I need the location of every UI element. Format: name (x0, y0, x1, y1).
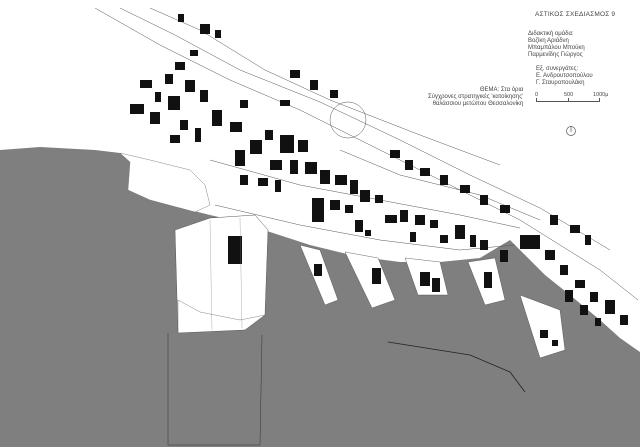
collaborator: Ε. Ανδρουτσοπούλου (536, 73, 593, 79)
teaching-team-heading: Διδακτική ομάδα: (528, 31, 574, 37)
scale-tick (599, 98, 600, 102)
sea (0, 147, 640, 447)
collaborators-heading: Εξ. συνεργάτες: (536, 66, 579, 72)
theme-line: ΘΕΜΑ: Στα όρια (479, 87, 524, 93)
teaching-team-block: Διδακτική ομάδα: Βοζίκη Αριάδνη Μπαμπάλο… (528, 31, 585, 59)
north-arrow-icon (566, 126, 576, 136)
team-member: Παρμενίδης Γιώργος (528, 52, 583, 58)
collaborator: Γ. Σταυροπουλάκη (536, 80, 585, 86)
theme-block: ΘΕΜΑ: Στα όρια Σύγχρονες στρατηγικές 'κα… (428, 87, 523, 108)
map-title: ΑΣΤΙΚΟΣ ΣΧΕΔΙΑΣΜΟΣ 9 (535, 11, 616, 18)
west-quay (119, 152, 211, 213)
team-member: Μπαμπάλου Μπούκη (528, 45, 585, 51)
scale-label-0: 0 (535, 92, 539, 98)
pier-zone (174, 214, 269, 334)
scale-label-500: 500 (564, 92, 574, 98)
scale-tick (568, 98, 569, 102)
breakwater-outline (167, 333, 263, 446)
team-member: Βοζίκη Αριάδνη (528, 38, 569, 44)
theme-line: θαλάσσιου μετώπου Θεσσαλονίκη (432, 101, 524, 107)
scale-label-1000: 1000μ (593, 92, 609, 98)
pier-large-building (228, 236, 242, 264)
collaborators-block: Εξ. συνεργάτες: Ε. Ανδρουτσοπούλου Γ. Στ… (536, 66, 593, 87)
pier-2 (344, 251, 396, 309)
scale-tick (536, 98, 537, 102)
theme-line: Σύγχρονες στρατηγικές 'κατοίκησης' (428, 94, 524, 100)
scale-bar: 0 500 1000μ (535, 92, 609, 112)
building-blocks (130, 14, 628, 346)
